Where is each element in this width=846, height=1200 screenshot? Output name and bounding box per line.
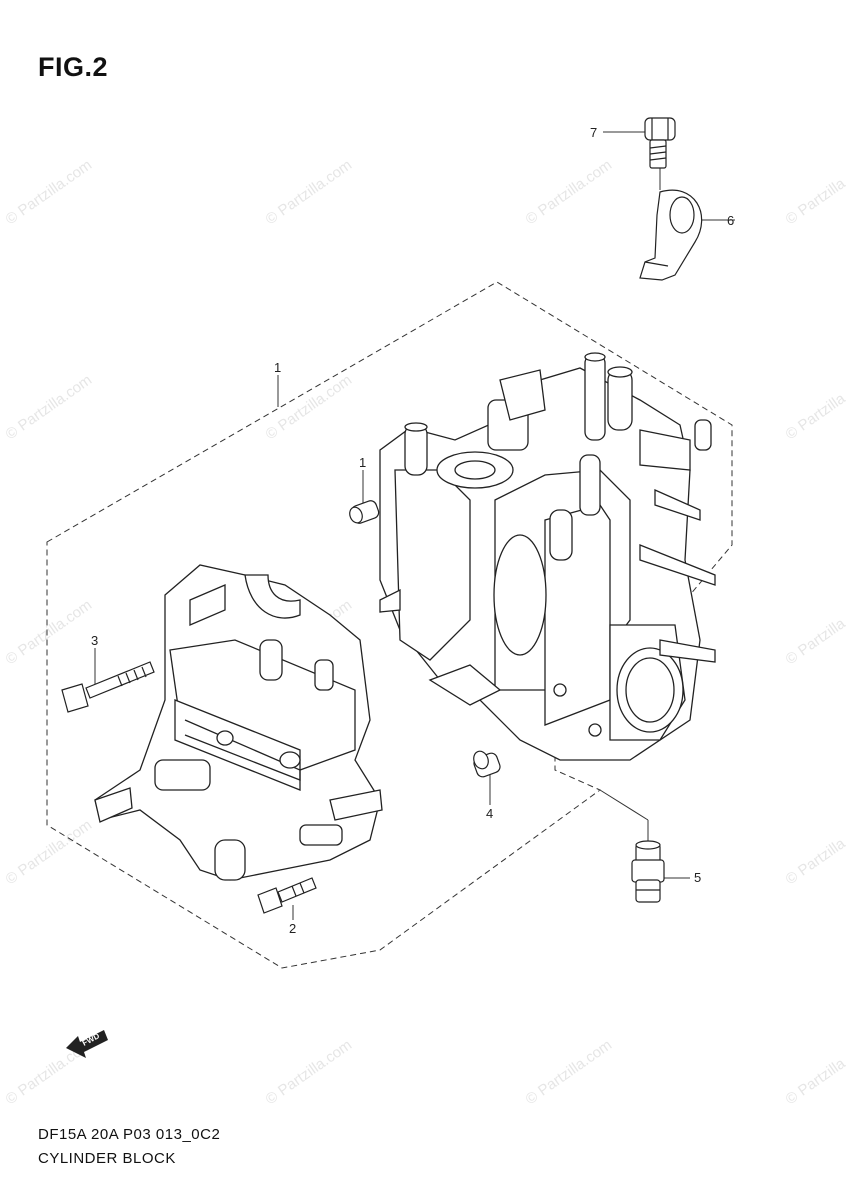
watermark: © Partzilla.com bbox=[523, 156, 616, 228]
part-dowel-pin-4 bbox=[349, 500, 501, 778]
watermark: © Partzilla.com bbox=[783, 1036, 846, 1108]
part-bolt-2 bbox=[257, 877, 317, 914]
part-bolt-7 bbox=[644, 117, 676, 169]
watermark: © Partzilla.com bbox=[783, 156, 846, 228]
watermark: © Partzilla.com bbox=[3, 371, 96, 443]
callout-4: 4 bbox=[486, 806, 493, 821]
watermark: © Partzilla.com bbox=[263, 1036, 356, 1108]
callout-1: 1 bbox=[359, 455, 366, 470]
part-bracket-6 bbox=[639, 189, 703, 281]
assembly-boundary bbox=[46, 281, 733, 969]
figure-title: FIG.2 bbox=[38, 52, 109, 82]
callout-7: 7 bbox=[590, 125, 597, 140]
callout-5: 5 bbox=[694, 870, 701, 885]
watermark: © Partzilla.com bbox=[783, 371, 846, 443]
part-long-bolt-3 bbox=[61, 661, 155, 713]
callout-6: 6 bbox=[727, 213, 734, 228]
part-crankcase-1 bbox=[94, 564, 383, 881]
watermark: © Partzilla.com bbox=[3, 596, 96, 668]
callout-2: 2 bbox=[289, 921, 296, 936]
watermark: © Partzilla.com bbox=[523, 1036, 616, 1108]
part-fitting-5 bbox=[631, 840, 665, 903]
diagram-code: DF15A 20A P03 013_0C2 bbox=[38, 1126, 221, 1143]
watermark: © Partzilla.com bbox=[783, 816, 846, 888]
watermark: © Partzilla.com bbox=[783, 596, 846, 668]
watermark: © Partzilla.com bbox=[263, 371, 356, 443]
callout-3: 3 bbox=[91, 633, 98, 648]
watermark: © Partzilla.com bbox=[3, 816, 96, 888]
diagram-name: CYLINDER BLOCK bbox=[38, 1150, 176, 1167]
part-cylinder-block-1 bbox=[379, 352, 716, 761]
watermark: © Partzilla.com bbox=[3, 156, 96, 228]
watermark: © Partzilla.com bbox=[263, 156, 356, 228]
callout-1: 1 bbox=[274, 360, 281, 375]
